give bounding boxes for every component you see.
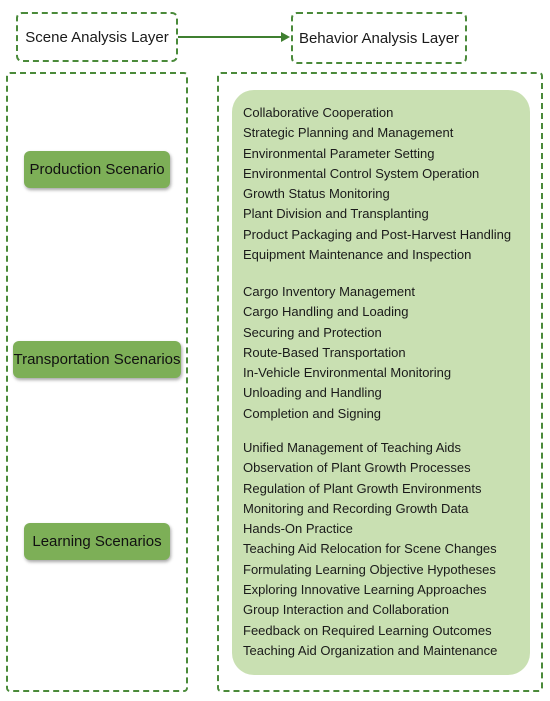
behavior-analysis-layer-label: Behavior Analysis Layer — [298, 29, 460, 47]
transportation-scenarios: Transportation Scenarios — [13, 341, 181, 378]
behavior-item: Observation of Plant Growth Processes — [243, 460, 471, 476]
learning-scenarios: Learning Scenarios — [24, 523, 170, 560]
behavior-item: Equipment Maintenance and Inspection — [243, 247, 472, 263]
learning-behavior-list: Unified Management of Teaching Aids Obse… — [243, 438, 497, 661]
behavior-item: Route-Based Transportation — [243, 344, 406, 360]
scene-analysis-layer-label: Scene Analysis Layer — [25, 28, 169, 46]
behavior-item: Group Interaction and Collaboration — [243, 602, 449, 618]
behavior-item: In-Vehicle Environmental Monitoring — [243, 365, 452, 381]
transportation-behavior-list: Cargo Inventory Management Cargo Handlin… — [243, 282, 451, 424]
behavior-item: Environmental Control System Operation — [243, 165, 480, 181]
behavior-item: Plant Division and Transplanting — [243, 206, 429, 222]
behavior-item: Unified Management of Teaching Aids — [243, 440, 462, 455]
transportation-scenarios-label: Transportation Scenarios — [13, 351, 181, 368]
behavior-analysis-layer-header: Behavior Analysis Layer — [291, 12, 467, 64]
scene-analysis-layer-header: Scene Analysis Layer — [16, 12, 178, 62]
behavior-panel — [217, 72, 543, 692]
behavior-item: Cargo Inventory Management — [243, 284, 415, 299]
behavior-item: Environmental Parameter Setting — [243, 145, 435, 161]
behavior-item: Exploring Innovative Learning Approaches — [243, 582, 487, 598]
behavior-item: Securing and Protection — [243, 324, 382, 340]
scene-panel — [6, 72, 188, 692]
behavior-item: Cargo Handling and Loading — [243, 304, 409, 320]
behavior-item: Teaching Aid Relocation for Scene Change… — [243, 541, 497, 557]
behavior-item: Feedback on Required Learning Outcomes — [243, 622, 492, 638]
behavior-item: Product Packaging and Post-Harvest Handl… — [243, 226, 512, 242]
behavior-item: Hands-On Practice — [243, 521, 353, 537]
production-scenario: Production Scenario — [24, 151, 170, 188]
layer-arrow — [178, 32, 290, 42]
behavior-item: Regulation of Plant Growth Environments — [243, 480, 482, 496]
behavior-item: Formulating Learning Objective Hypothese… — [243, 561, 496, 577]
behavior-item: Strategic Planning and Management — [243, 125, 454, 141]
behavior-item: Completion and Signing — [243, 405, 382, 421]
behavior-list-background — [232, 90, 530, 675]
behavior-item: Growth Status Monitoring — [243, 186, 390, 202]
production-behavior-list: Collaborative Cooperation Strategic Plan… — [243, 103, 511, 265]
learning-scenarios-label: Learning Scenarios — [32, 533, 162, 550]
behavior-item: Unloading and Handling — [243, 385, 382, 401]
behavior-item: Monitoring and Recording Growth Data — [243, 500, 469, 516]
behavior-item: Collaborative Cooperation — [243, 105, 394, 120]
behavior-item: Teaching Aid Organization and Maintenanc… — [243, 642, 498, 658]
production-scenario-label: Production Scenario — [29, 161, 165, 178]
